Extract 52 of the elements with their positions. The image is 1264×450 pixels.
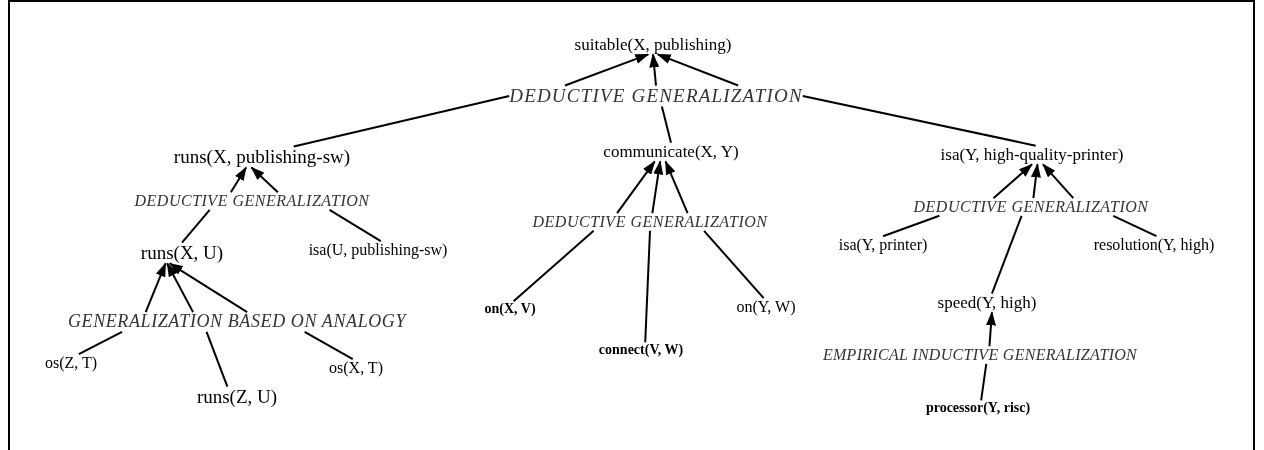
rule-label: EMPIRICAL INDUCTIVE GENERALIZATION [822, 346, 1138, 364]
arrow [229, 166, 248, 194]
connector-line [292, 95, 511, 148]
predicate-label: os(X, T) [329, 359, 383, 377]
arrow [986, 311, 996, 348]
connector-line [1112, 214, 1158, 238]
rule-label: DEDUCTIVE GENERALIZATION [509, 85, 803, 107]
arrow [1030, 163, 1041, 200]
arrow [651, 160, 664, 215]
predicate-label: processor(Y, risc) [925, 400, 1031, 416]
predicate-label: isa(Y, printer) [838, 236, 928, 254]
predicate-label: runs(Z, U) [196, 386, 278, 408]
rule-label: DEDUCTIVE GENERALIZATION [532, 213, 768, 231]
arrow [564, 53, 650, 87]
connector-line [660, 105, 672, 144]
predicate-label: isa(Y, high-quality-printer) [940, 145, 1124, 165]
arrow [664, 160, 689, 215]
connector-line [77, 330, 124, 356]
predicate-label: resolution(Y, high) [1093, 236, 1215, 254]
predicate-label: speed(Y, high) [937, 293, 1037, 313]
rule-label: GENERALIZATION BASED ON ANALOGY [67, 312, 407, 332]
arrow [649, 53, 660, 87]
arrow [616, 160, 656, 215]
arrow [992, 163, 1033, 200]
predicate-label: suitable(X, publishing) [574, 35, 732, 55]
predicate-label: on(X, V) [484, 301, 536, 317]
arrow [144, 262, 167, 314]
arrow [250, 166, 279, 194]
connector-line [512, 229, 595, 303]
predicate-label: runs(X, U) [140, 242, 224, 264]
predicate-label: os(Z, T) [44, 354, 98, 372]
predicate-label: on(Y, W) [736, 298, 796, 316]
connector-line [205, 330, 229, 388]
connector-line [181, 208, 211, 244]
rule-label: DEDUCTIVE GENERALIZATION [913, 198, 1149, 216]
arrow [656, 53, 740, 87]
connector-line [328, 208, 382, 243]
arrow [168, 262, 249, 314]
predicate-label: communicate(X, Y) [603, 142, 739, 162]
rule-label: DEDUCTIVE GENERALIZATION [134, 192, 370, 210]
arrow [1041, 163, 1075, 200]
connector-line [882, 214, 941, 238]
predicate-label: runs(X, publishing-sw) [173, 146, 351, 168]
arrow [166, 262, 195, 314]
predicate-label: isa(U, publishing-sw) [308, 241, 448, 259]
connector-line [703, 229, 765, 300]
connector-line [980, 362, 988, 402]
connector-line [801, 95, 1037, 147]
connector-line [990, 214, 1023, 295]
connector-line [303, 330, 354, 361]
predicate-label: connect(V, W) [598, 342, 684, 358]
connector-line [644, 229, 651, 344]
